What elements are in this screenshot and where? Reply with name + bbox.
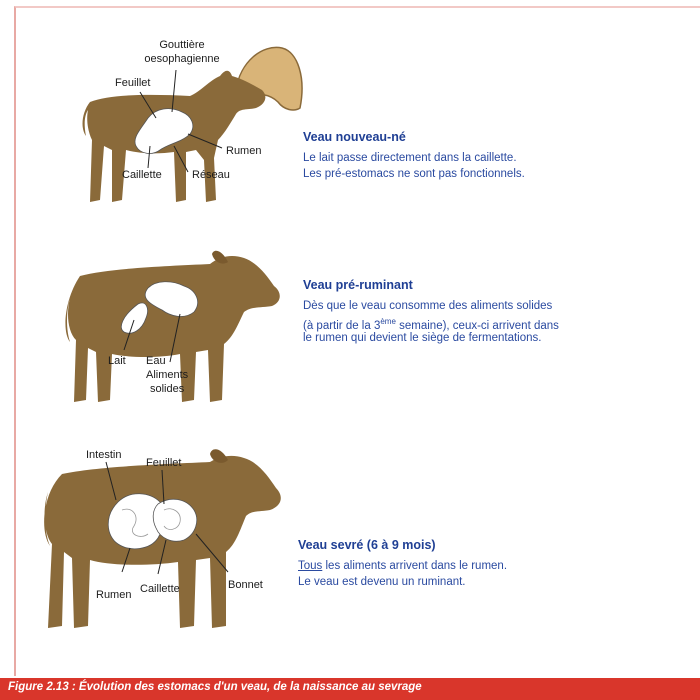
figure-caption-bar: Figure 2.13 : Évolution des estomacs d'u… <box>0 678 700 700</box>
label-feuillet: Feuillet <box>115 77 150 89</box>
label-caillette: Caillette <box>122 169 162 181</box>
desc-newborn-line2: Les pré-estomacs ne sont pas fonctionnel… <box>303 166 525 182</box>
desc-weaned-line2: Le veau est devenu un ruminant. <box>298 574 466 590</box>
label-aliments: Aliments <box>146 369 189 381</box>
heading-weaned: Veau sevré (6 à 9 mois) <box>298 538 436 552</box>
label-caillette: Caillette <box>140 583 180 595</box>
heading-newborn: Veau nouveau-né <box>303 130 406 144</box>
weaned-calf-illustration: Intestin Feuillet Rumen Caillette Bonnet <box>0 440 320 640</box>
label-bonnet: Bonnet <box>228 579 263 591</box>
label-rumen: Rumen <box>96 589 131 601</box>
label-gouttiere-line2: oesophagienne <box>144 53 219 65</box>
desc-newborn-line1: Le lait passe directement dans la caille… <box>303 150 517 166</box>
label-intestin: Intestin <box>86 449 121 461</box>
newborn-calf-illustration: Gouttière oesophagienne Feuillet Rumen C… <box>0 0 320 215</box>
heading-preruminant: Veau pré-ruminant <box>303 278 413 292</box>
label-gouttiere-line1: Gouttière <box>159 39 204 51</box>
figure-caption: Figure 2.13 : Évolution des estomacs d'u… <box>8 681 422 693</box>
label-feuillet: Feuillet <box>146 457 181 469</box>
desc-preruminant-line3: le rumen qui devient le siège de ferment… <box>303 330 541 346</box>
desc-preruminant-line1: Dès que le veau consomme des aliments so… <box>303 298 552 314</box>
label-lait: Lait <box>108 355 126 367</box>
label-reseau: Réseau <box>192 169 230 181</box>
preruminant-calf-illustration: Lait Eau Aliments solides <box>0 240 320 420</box>
label-rumen: Rumen <box>226 145 261 157</box>
label-eau: Eau <box>146 355 166 367</box>
desc-weaned-line1: Tous les aliments arrivent dans le rumen… <box>298 558 507 574</box>
label-solides: solides <box>150 383 185 395</box>
